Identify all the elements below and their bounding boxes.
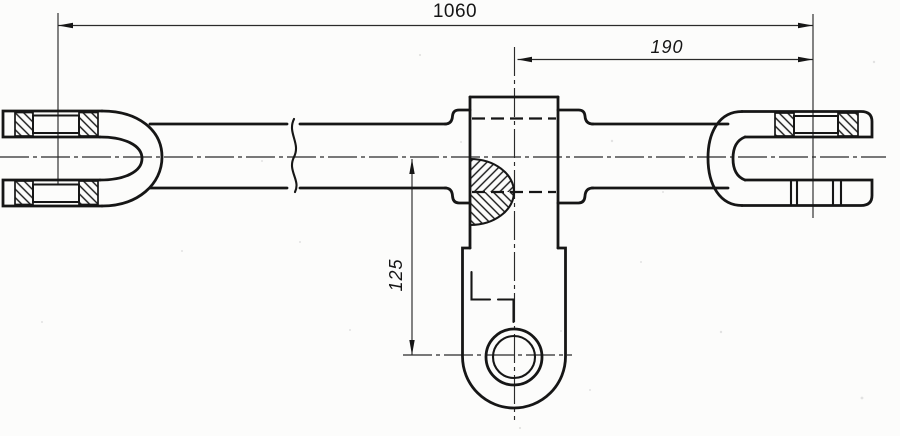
right-clevis-inner-bend (731, 135, 747, 182)
left-bushing-hatch (78, 180, 99, 206)
left-pin-bore (32, 183, 80, 203)
right-pin-bore (793, 115, 839, 134)
rod (148, 117, 730, 194)
left-clevis-top-prong (1, 109, 104, 139)
eye-outer-circle (484, 327, 544, 387)
breakout-section-upper-hatch (470, 159, 514, 192)
left-bushing-hatch (14, 111, 34, 137)
paper-speckle (41, 53, 876, 430)
left-clevis (1, 109, 164, 208)
left-bushing-hatch (78, 111, 99, 137)
arrow-left-icon (517, 56, 532, 63)
arrow-right-icon (798, 56, 813, 63)
right-collar-top (556, 108, 595, 126)
lever-arm (461, 246, 567, 410)
breakout-section-lower-hatch (470, 192, 514, 225)
right-clevis-top-prong (740, 110, 874, 139)
eye-bore-circle (491, 334, 537, 380)
right-clevis-outer-bend (706, 110, 744, 207)
dimension-label-overall: 1060 (433, 1, 477, 22)
arrow-left-icon (58, 22, 73, 29)
arrow-right-icon (798, 22, 813, 29)
arrow-down-icon (409, 340, 415, 355)
dimension-1060: 1060 (57, 1, 814, 218)
right-bushing-hatch (837, 112, 859, 137)
center-boss (443, 95, 595, 250)
dimension-190: 190 (517, 37, 813, 63)
dimension-125: 125 (386, 159, 415, 355)
left-collar-top (443, 108, 472, 126)
left-collar-bottom (443, 186, 472, 205)
rod-break-line (290, 117, 298, 194)
left-clevis-inner-bend (98, 135, 144, 182)
right-clevis (706, 110, 874, 207)
right-collar-bottom (556, 186, 595, 205)
left-clevis-outer-bend (100, 109, 164, 208)
left-pin-bore (32, 114, 80, 134)
right-bushing-hatch (774, 112, 795, 137)
centerlines (0, 47, 886, 420)
left-bushing-hatch (14, 180, 34, 206)
arm-step-line-right (496, 298, 515, 324)
dimension-label-190: 190 (650, 37, 683, 57)
right-clevis-bottom-prong (740, 178, 874, 207)
arm-step-line-left (470, 270, 492, 301)
arm-and-eye-outline (461, 246, 567, 410)
left-clevis-bottom-prong (1, 178, 104, 208)
arrow-up-icon (409, 159, 415, 174)
dimension-label-125: 125 (386, 258, 406, 291)
